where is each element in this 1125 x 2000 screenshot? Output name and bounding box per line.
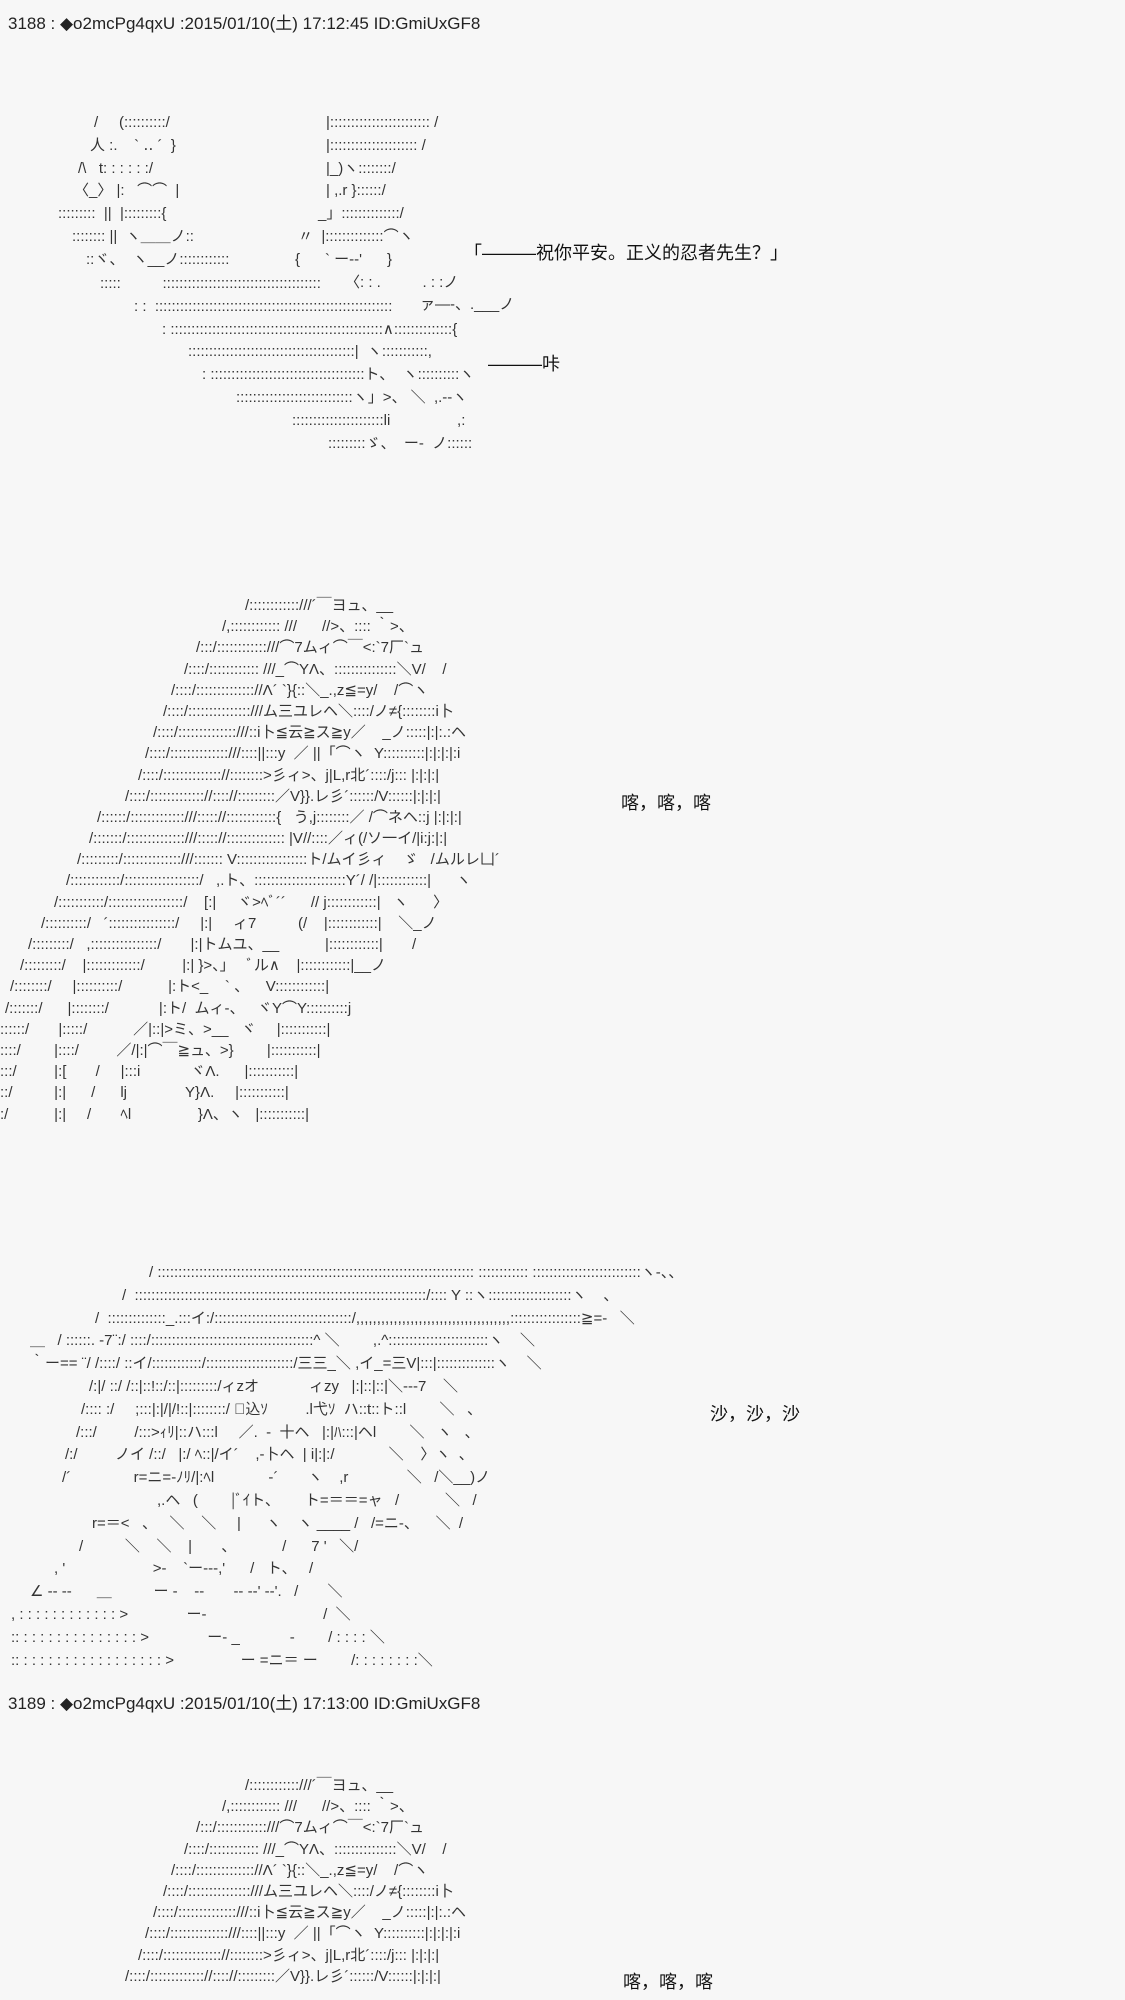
art-line: :::::::: || ヽ＿＿ノ::	[72, 227, 194, 245]
art-line: /::::/:::::::::::: ///_⌒YΛ、:::::::::::::…	[184, 1840, 447, 1858]
art-line: /:::/::::::::::::///⌒7ムィ⌒￣<:`7厂`ュ	[196, 1819, 424, 1837]
art-line: ::::::::::::::::::::::::::::::::::::::::…	[188, 343, 432, 361]
art-line: /::::::/:::::::::::::///::::://:::::::::…	[97, 808, 462, 826]
art-line: /:|/ ::/ /::|::!::/::|:::::::::/ィzオ ィzy …	[89, 1377, 458, 1395]
art-line: ∠ ‐‐ ‐‐ ＿ ー - ‐‐ -‐ ‐‐' ‐‐'. / ＼	[30, 1583, 343, 1601]
art-line: ::::: ::::::::::::::::::::::::::::::::::…	[100, 275, 321, 292]
post-header: 3189 : ◆o2mcPg4qxU :2015/01/10(土) 17:13:…	[8, 1694, 481, 1713]
art-line: /::::/::::::::::::::///::::||:::y ／ ||「⌒…	[145, 1925, 461, 1943]
ascii-art-left-figure: / (::::::::::/人 :. ` ‥ ´ }/\ t: : : : : …	[0, 112, 229, 272]
art-line: /:/ ノイ /::/ |:/ ﾍ::|/イ´ ,-卜ヘ | i|:|:/ ＼ …	[65, 1446, 474, 1464]
art-line: /,:::::::::::: /// //>、:::: ｀>、	[222, 618, 414, 636]
art-line: : : ::::::::::::::::::::::::::::::::::::…	[134, 297, 393, 315]
art-line: ＿ / ::::::. -7¨:/ ::::/:::::::::::::::::…	[30, 1332, 535, 1350]
ascii-art-hooded-figure: /::::::::::::///´￣ヨュ、__/,:::::::::::: //…	[0, 595, 500, 1125]
art-line: /::::/::::::::::::://:::://:::::::::／V}}…	[125, 1967, 441, 1985]
art-line: /::::/:::::::::::: ///_⌒YΛ、:::::::::::::…	[184, 660, 447, 678]
art-line: /::::/:::::::::::::://Λ´ `}{::＼_.,z≦=y/ …	[171, 1861, 429, 1879]
art-line: /,:::::::::::: /// //>、:::: ｀>、	[222, 1798, 414, 1816]
art-line: ::/ |:| / lj Y}Λ. |:::::::::::|	[0, 1084, 289, 1102]
ascii-art-hooded-figure-repeat: /::::::::::::///´￣ヨュ、__/,:::::::::::: //…	[0, 1775, 466, 1987]
art-line: / ::::::::::::::::::::::::::::::::::::::…	[149, 1264, 684, 1281]
art-line: /:::: :/ ;:::|:|/|/!::|::::::::/ ﾞ込ｿ .l弋…	[81, 1400, 483, 1418]
art-line: / ::::::::::::::::::::::::::::::::::::::…	[122, 1286, 619, 1304]
art-line: :::/ |:[ / |:::i ヾΛ. |:::::::::::|	[0, 1063, 299, 1081]
sound-effect-click: ―――咔	[488, 354, 560, 374]
art-line: /:::/ /:::>ｨﾘ|::ハ:::l ／. - 十ヘ |:|ﾊ:::|ヘl…	[76, 1423, 480, 1441]
ascii-art-ground: ::::: ::::::::::::::::::::::::::::::::::…	[0, 273, 474, 455]
art-line: 〃 |::::::::::::::⌒ヽ	[298, 227, 414, 245]
art-line: : :::::::::::::::::::::::::::::::::::::ト…	[202, 366, 475, 384]
art-line: /:::::::::/::::::::::::::///::::::: V:::…	[77, 851, 500, 869]
art-line: /::::/:::::::::::::://::::::::>彡ィ>、j|L,r…	[138, 766, 440, 784]
art-line: /::::/::::::::::::::///::::||:::y ／ ||「⌒…	[145, 745, 461, 763]
sound-effect-footsteps: 喀，喀，喀	[621, 793, 711, 813]
art-line: / ＼ ＼ | 、 / 7 ' ＼/	[79, 1537, 359, 1555]
art-line: :: : : : : : : : : : : : : : : > ー- _ - …	[11, 1628, 385, 1646]
art-line: ::::::/ |:::::/ ／|::|>ミ、>__ ヾ |:::::::::…	[0, 1020, 331, 1038]
art-line: :::::::::ゞ、 ー‐ ノ::::::	[328, 434, 473, 452]
art-line: { ` ー-‐' }	[295, 250, 393, 268]
art-line: /::::/::::::::::::::///::i卜≦云≧ス≧y／ _ノ:::…	[153, 1904, 467, 1922]
art-line: , : : : : : : : : : : : : > ー- / ＼	[11, 1605, 351, 1623]
art-line: /::::/:::::::::::::::///ム三ユレヘ＼::::/ノ≠{::…	[163, 1882, 454, 1900]
art-line: /::::::::::::/::::::::::::::::::/ ,.ト、::…	[66, 872, 472, 890]
art-line: /´ r=ニ=-ﾉﾘ/|:ﾍl -´ ヽ ,r ＼ /＼__)ノ	[62, 1469, 491, 1487]
post-header: 3188 : ◆o2mcPg4qxU :2015/01/10(土) 17:12:…	[8, 14, 481, 33]
art-line: r=＝< 、 ＼ ＼ | ヽ ヽ ____ / /=ニ-、 ＼ /	[92, 1514, 464, 1532]
ascii-art-right-figure: |:::::::::::::::::::::::: /|::::::::::::…	[0, 112, 514, 317]
art-line: /::::/:::::::::::::://Λ´ `}{::＼_.,z≦=y/ …	[171, 681, 429, 699]
art-line: |:::::::::::::::::::::::: /	[326, 114, 439, 131]
art-line: /::::::::::::///´￣ヨュ、__	[245, 597, 394, 614]
dialogue-line: 「―――祝你平安。正义的忍者先生？」	[464, 243, 788, 263]
art-line: /::::/::::::::::::::///::i卜≦云≧ス≧y／ _ノ:::…	[153, 724, 467, 742]
art-line: 〈: : . . : :ノ	[345, 273, 459, 291]
art-line: : ::::::::::::::::::::::::::::::::::::::…	[162, 320, 458, 338]
art-line: /\ t: : : : : :/	[78, 159, 154, 177]
art-line: /::::::::::::///´￣ヨュ、__	[245, 1777, 394, 1794]
art-line: |_)ヽ::::::::/	[326, 159, 396, 177]
art-line: /::::/:::::::::::::::///ム三ユレヘ＼::::/ノ≠{::…	[163, 702, 454, 720]
art-line: /::::/:::::::::::::://::::::::>彡ィ>、j|L,r…	[138, 1946, 440, 1964]
art-line: /::::/::::::::::::://:::://:::::::::／V}}…	[125, 787, 441, 805]
art-line: /:::::::::/ ,::::::::::::::::/ |:|トムユ、__…	[28, 936, 417, 953]
art-line: 〈_〉 |: ⌒⌒ |	[74, 182, 180, 200]
art-line: :: : : : : : : : : : : : : : : : : : > ー…	[11, 1651, 433, 1669]
art-line: 人 :. ` ‥ ´ }	[90, 136, 176, 154]
art-line: ::ヾ、 ヽ__ノ::::::::::::	[86, 250, 230, 268]
art-line: /:::::::::/ |:::::::::::::/ |:| }>、」 ﾞル∧…	[20, 957, 386, 975]
art-line: /:::/::::::::::::///⌒7ムィ⌒￣<:`7厂`ュ	[196, 639, 424, 657]
art-line: :/ |:| / ﾍl }Λ、ヽ |:::::::::::|	[0, 1105, 309, 1123]
ascii-art-crowd: / ::::::::::::::::::::::::::::::::::::::…	[0, 1262, 683, 1672]
art-line: |::::::::::::::::::::: /	[326, 136, 426, 154]
art-line: / ::::::::::::::_.:::イ:/::::::::::::::::…	[95, 1309, 635, 1327]
art-line: /:::::::::::/::::::::::::::::::/ [:| ヾ>ﾍ…	[54, 893, 449, 911]
art-line: , ' >- `ー‐‐‐,' / ト、 /	[54, 1560, 314, 1578]
art-line: ,.ヘ ( |ﾞｲト、 ト=＝＝=ャ / ＼ /	[157, 1491, 477, 1509]
art-line: ァ―-、.___ノ	[420, 296, 515, 314]
art-line: ｀ー== ¨/ /::::/ ::イ/::::::::::::/::::::::…	[30, 1355, 542, 1373]
art-line: ::::::::: || |:::::::::{	[58, 205, 167, 223]
art-line: /:::::::/::::::::::::::///::::://:::::::…	[89, 830, 448, 848]
art-line: /::::::::::/ ´::::::::::::::::/ |:| ィ7 (…	[41, 914, 437, 932]
sound-effect-footsteps: 喀，喀，喀	[623, 1972, 713, 1992]
sound-effect-rustle: 沙，沙，沙	[710, 1404, 800, 1424]
art-line: /:::::::/ |::::::::/ |:ト/ ムィ-、 ヾY⌒Y:::::…	[5, 999, 352, 1017]
art-line: _」::::::::::::::/	[318, 205, 404, 223]
art-line: | ,.r }::::::/	[326, 182, 386, 200]
art-line: ::::::::::::::::::::::li ,:	[292, 411, 466, 429]
art-line: ::::/ |::::/ ／/|:|⌒￣≧ュ、>} |:::::::::::|	[0, 1041, 321, 1059]
art-line: ::::::::::::::::::::::::::::ヽ」>、 ＼ ,.‐‐ヽ	[236, 388, 468, 406]
art-line: / (::::::::::/	[94, 114, 170, 131]
art-line: /::::::::/ |::::::::::/ |:ト<_ ` 、 V:::::…	[10, 978, 330, 996]
